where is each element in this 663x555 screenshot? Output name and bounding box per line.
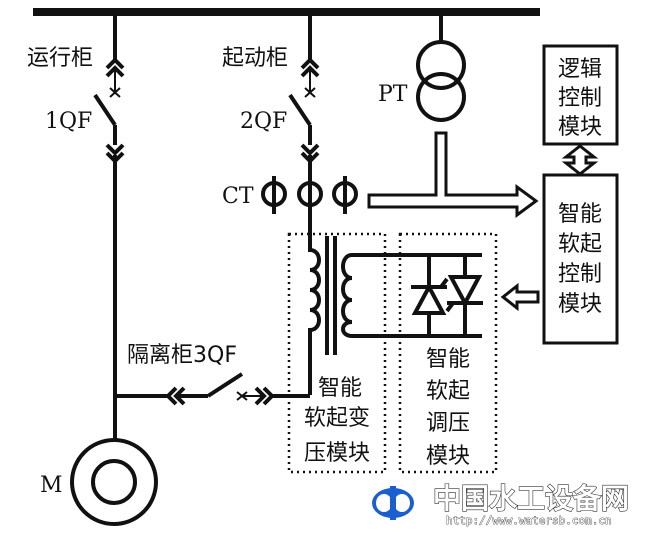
transformer-module-line-1: 智能: [318, 376, 362, 401]
motor-icon: [70, 438, 158, 526]
logic-module-line-1: 逻辑: [558, 57, 602, 82]
watermark: 中国水工设备网 http://www.watersb.com.cn: [372, 481, 630, 527]
control-arrow-left-icon: [500, 282, 540, 312]
isolation-cabinet-label: 隔离柜3QF: [127, 343, 237, 368]
breaker-2qf-switch: [288, 93, 312, 127]
pt-label: PT: [378, 82, 408, 107]
bidirectional-arrow-icon: [561, 144, 599, 176]
watermark-logo-icon: [372, 486, 414, 520]
start-branch: [288, 12, 320, 245]
watermark-title: 中国水工设备网: [433, 482, 629, 515]
control-module-line-3: 控制: [558, 262, 602, 287]
watermark-url: http://www.watersb.com.cn: [446, 514, 612, 527]
run-cabinet-label: 运行柜: [27, 46, 93, 71]
control-module-line-1: 智能: [558, 202, 602, 227]
logic-control-module: [542, 44, 619, 146]
control-module-line-4: 模块: [558, 292, 602, 317]
control-module-line-2: 软起: [558, 232, 602, 257]
regulator-module-line-4: 模块: [426, 444, 470, 469]
soft-start-transformer-box: [287, 232, 387, 474]
logic-module-line-3: 模块: [558, 115, 602, 140]
ct-icon: [261, 176, 358, 214]
pt-transformer-icon: [416, 12, 466, 122]
regulator-module-line-3: 调压: [426, 411, 470, 436]
start-cabinet-label: 起动柜: [222, 46, 288, 71]
transformer-module-line-2: 软起变: [304, 406, 370, 431]
breaker-1qf-label: 1QF: [45, 109, 92, 134]
soft-start-control-module: [542, 173, 619, 345]
run-branch: [93, 12, 125, 442]
breaker-3qf-switch: [206, 372, 244, 398]
transformer-module-line-3: 压模块: [304, 441, 370, 466]
cross-mark-icon: [304, 87, 316, 98]
breaker-1qf-switch: [93, 93, 117, 127]
motor-label: M: [40, 473, 63, 498]
cross-mark-icon: [109, 87, 121, 98]
logic-module-line-2: 控制: [558, 86, 602, 111]
soft-start-regulator-box: [398, 232, 498, 474]
breaker-2qf-label: 2QF: [240, 109, 287, 134]
thyristor-pair-icon: [411, 255, 483, 336]
regulator-module-line-1: 智能: [426, 347, 470, 372]
signal-arrow-right-icon: [367, 131, 539, 218]
transformer-icon: [308, 236, 482, 395]
isolation-branch: [115, 372, 310, 406]
ct-label: CT: [222, 184, 254, 209]
regulator-module-line-2: 软起: [426, 379, 470, 404]
